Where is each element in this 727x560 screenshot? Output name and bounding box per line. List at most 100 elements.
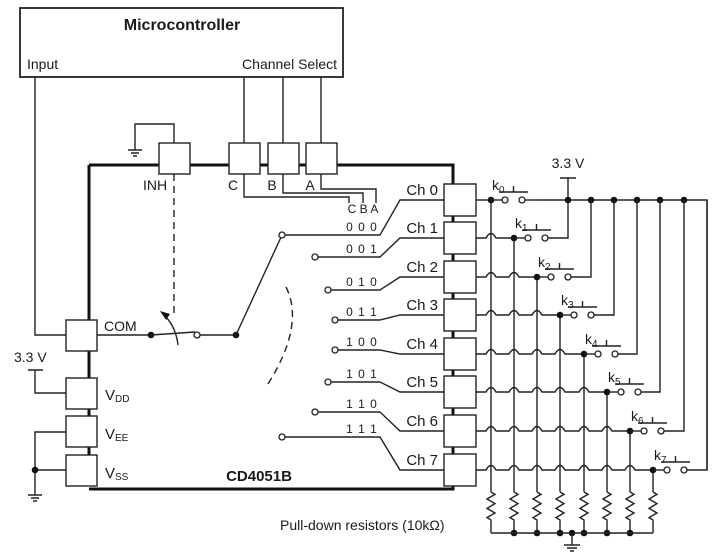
- key-5[interactable]: k5: [476, 200, 661, 492]
- pull-down-resistor: [531, 491, 543, 533]
- pull-down-resistor: [647, 491, 659, 533]
- pushbutton-icon: [545, 263, 574, 270]
- right-supply-label: 3.3 V: [552, 155, 585, 171]
- select-label-c: C: [228, 177, 238, 193]
- channel-wire: [318, 411, 444, 432]
- channel-pad: [443, 337, 477, 371]
- channel-throw-contact: [278, 433, 286, 441]
- key-label: k7: [654, 447, 667, 466]
- channel-2: Ch 2 0 1 0: [324, 259, 477, 294]
- key-6[interactable]: k6: [476, 200, 685, 492]
- key-4[interactable]: k4: [476, 200, 638, 492]
- select-pad-a: [305, 142, 338, 175]
- vss-pad: [65, 454, 98, 487]
- key-0[interactable]: k0: [476, 177, 540, 492]
- key-label: k6: [631, 408, 644, 427]
- channel-code: 0 1 0: [346, 275, 378, 289]
- channel-pad: [443, 414, 477, 448]
- channel-select-label: Channel Select: [242, 56, 337, 72]
- pull-down-resistor: [508, 491, 520, 533]
- key-contact: [657, 427, 665, 435]
- channel-throw-contact: [324, 286, 332, 294]
- channel-pad: [443, 221, 477, 255]
- channel-4: Ch 4 1 0 0: [331, 335, 477, 371]
- com-label: COM: [104, 318, 137, 334]
- key-contact: [617, 388, 625, 396]
- channel-label: Ch 0: [406, 182, 438, 199]
- channel-label: Ch 5: [406, 374, 438, 391]
- inh-pin: INH: [128, 123, 191, 318]
- channel-wire: [331, 276, 444, 291]
- pushbutton-icon: [638, 417, 667, 424]
- key-contact: [587, 311, 595, 319]
- channel-throw-contact: [311, 253, 319, 261]
- channel-line: [476, 232, 514, 239]
- channel-0: Ch 00 0 0: [278, 182, 477, 239]
- key-1[interactable]: k1: [476, 200, 569, 492]
- select-label-b: B: [267, 177, 276, 193]
- vss-ground-icon: [28, 494, 42, 502]
- channel-pad: [443, 375, 477, 409]
- key-contact: [541, 234, 549, 242]
- key-contact: [634, 388, 642, 396]
- channel-throw-contact: [331, 316, 339, 324]
- channel-code: 1 1 0: [346, 397, 378, 411]
- pushbutton-icon: [592, 340, 621, 347]
- vee-label: VEE: [105, 426, 129, 444]
- key-contact: [501, 196, 509, 204]
- mux-part-number: CD4051B: [226, 468, 292, 485]
- channel-1: Ch 10 0 1: [311, 220, 477, 261]
- pushbutton-icon: [661, 456, 690, 463]
- key-label: k4: [585, 331, 598, 350]
- inh-ground-icon: [128, 149, 142, 157]
- pull-down-resistor: [554, 491, 566, 533]
- channel-7: Ch 71 1 1: [278, 422, 477, 487]
- vss-label: VSS: [105, 465, 129, 483]
- channel-pad: [443, 298, 477, 332]
- input-label: Input: [27, 56, 58, 72]
- channel-throw-contact: [311, 408, 319, 416]
- channel-code: 1 0 1: [346, 367, 378, 381]
- key-label: k3: [561, 292, 574, 311]
- key-contact: [518, 196, 526, 204]
- key-contact: [547, 273, 555, 281]
- select-pad-b: [267, 142, 300, 175]
- mux-chip-top-edge: [89, 163, 455, 183]
- key-label: k5: [608, 369, 621, 388]
- select-code-header: C B A: [348, 202, 379, 216]
- channel-wire: [331, 381, 444, 393]
- microcontroller-block: Microcontroller Input Channel Select: [19, 7, 344, 78]
- inh-label: INH: [143, 177, 167, 193]
- key-2[interactable]: k2: [476, 200, 592, 492]
- channel-wire: [285, 436, 444, 471]
- channel-label: Ch 3: [406, 297, 438, 314]
- pushbutton-icon: [568, 301, 597, 308]
- microcontroller-title: Microcontroller: [124, 17, 240, 34]
- key-contact: [594, 350, 602, 358]
- channel-label: Ch 1: [406, 220, 438, 237]
- com-pin: COM: [65, 234, 294, 385]
- channel-code: 1 0 0: [346, 335, 378, 349]
- key-7[interactable]: k7: [476, 200, 708, 492]
- channel-line: [476, 348, 584, 355]
- select-pad-c: [228, 142, 261, 175]
- selector-arm: [235, 234, 283, 336]
- channel-label: Ch 2: [406, 259, 438, 276]
- key-3[interactable]: k3: [476, 200, 615, 492]
- switch-rotation-arrow: [165, 316, 179, 346]
- channel-label: Ch 4: [406, 336, 438, 353]
- channel-6: Ch 6 1 1 0: [311, 397, 477, 448]
- channel-pad: [443, 183, 477, 217]
- channel-label: Ch 6: [406, 413, 438, 430]
- vdd-label: VDD: [105, 387, 129, 405]
- channel-throw-contact: [324, 378, 332, 386]
- arrowhead-icon: [160, 311, 170, 320]
- channel-wire: [318, 237, 444, 258]
- key-contact: [524, 234, 532, 242]
- pushbutton-icon: [615, 378, 644, 385]
- pull-down-resistor: [578, 491, 590, 533]
- key-label: k1: [515, 215, 528, 234]
- channel-pad: [443, 260, 477, 294]
